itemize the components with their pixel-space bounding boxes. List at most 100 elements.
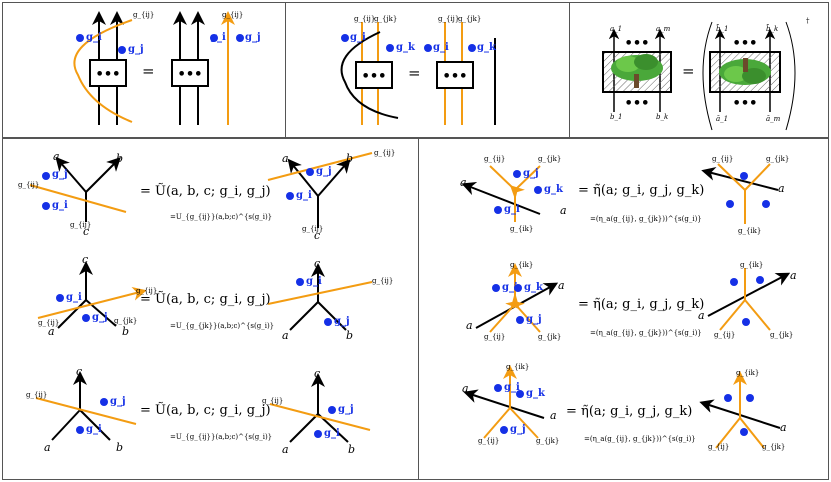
top3-rhs: ••• ••• xyxy=(702,21,796,131)
label-c: c xyxy=(314,367,321,380)
label-b: b xyxy=(346,329,354,342)
label: g_i xyxy=(350,32,366,43)
label: g_{ik} xyxy=(506,363,530,371)
label: g_{ij} xyxy=(302,225,324,233)
label: g_i xyxy=(504,382,520,393)
label-a: a xyxy=(466,319,473,332)
top1-rhs: ••• xyxy=(171,11,244,125)
right-r2-rhs xyxy=(707,268,791,331)
label: g_{ij} xyxy=(222,11,244,19)
label: g_i xyxy=(66,292,82,303)
label: ā_m xyxy=(766,115,781,123)
equation-lhs: = Ũ(a, b, c; g_i, g_j) xyxy=(140,184,271,199)
equation-under: =(η_a(g_{ij}, g_{jk}))^{s(g_i)} xyxy=(590,329,702,337)
label-b: b xyxy=(116,152,124,165)
label: g_j xyxy=(510,424,526,435)
label: g_{ik} xyxy=(736,369,760,377)
label: g_{jk} xyxy=(770,331,794,339)
label: g_{ij} xyxy=(133,11,155,19)
left-r2-rhs xyxy=(267,263,373,331)
label: g_i xyxy=(306,276,322,287)
label: g_{ij} xyxy=(70,221,92,229)
label: g_j xyxy=(52,169,68,180)
label: g_i xyxy=(86,424,102,435)
label: g_{ij} xyxy=(136,287,158,295)
equation-under: =(η_a(g_{ij}, g_{jk}))^{s(g_i)} xyxy=(584,435,696,443)
operator-box xyxy=(89,59,127,87)
label-a: a xyxy=(790,269,797,282)
orange-curve xyxy=(73,19,133,123)
right-r1-lhs xyxy=(461,165,542,222)
label: g_i xyxy=(210,32,226,43)
panel-bottom-right xyxy=(418,138,829,480)
label: b_1 xyxy=(610,113,623,121)
label-a: a xyxy=(780,421,787,434)
label: g_k xyxy=(524,282,543,293)
label: g_j xyxy=(245,32,261,43)
label: g_{jk} xyxy=(538,155,562,163)
label: g_i xyxy=(433,42,449,53)
label: g_{ij} xyxy=(712,155,734,163)
label-a: a xyxy=(558,279,565,292)
label: g_{jk} xyxy=(536,437,560,445)
label: g_{ij} xyxy=(262,397,284,405)
label: g_k xyxy=(544,184,563,195)
label: g_{ij} xyxy=(18,181,40,189)
top1-lhs: ••• xyxy=(73,11,133,125)
label: g_j xyxy=(523,168,539,179)
label-b: b xyxy=(346,152,354,165)
label: g_j xyxy=(110,396,126,407)
label: g_k xyxy=(477,42,496,53)
label-c: c xyxy=(76,365,83,378)
left-r2-lhs xyxy=(37,261,147,329)
label: g_{ij} xyxy=(478,437,500,445)
label-c: c xyxy=(314,229,321,242)
right-r3-rhs xyxy=(699,371,781,449)
label: g_{jk} xyxy=(374,15,398,23)
label: b̄_1 xyxy=(716,25,729,33)
label-a: a xyxy=(53,150,60,163)
label-a: a xyxy=(462,382,469,395)
top3-lhs: ••• ••• xyxy=(602,28,672,112)
svg-text:•••: ••• xyxy=(733,36,758,51)
label: g_{ij} xyxy=(484,333,506,341)
label-a: a xyxy=(550,409,557,422)
svg-text:•••: ••• xyxy=(443,69,468,84)
label: g_{ij} xyxy=(438,15,460,23)
left-r1-lhs xyxy=(29,156,127,222)
label-c: c xyxy=(83,225,90,238)
label: g_{ij} xyxy=(354,15,376,23)
label-a: a xyxy=(282,443,289,456)
label: g_k xyxy=(396,42,415,53)
svg-text:•••: ••• xyxy=(625,36,650,51)
equation-under: =U_{g_{ij}}(a,b;c)^{s(g_i)} xyxy=(170,433,273,441)
equation-under: =U_{g_{jk}}(a,b;c)^{s(g_i)} xyxy=(170,322,275,330)
label: g_j xyxy=(316,166,332,177)
equals: = xyxy=(142,62,155,80)
label: g_{jk} xyxy=(762,443,786,451)
label-c: c xyxy=(314,257,321,270)
equation-lhs: = Ũ(a, b, c; g_i, g_j) xyxy=(140,292,271,307)
label: g_{ik} xyxy=(510,261,534,269)
label-b: b xyxy=(122,325,130,338)
label: g_{jk} xyxy=(766,155,790,163)
dagger: † xyxy=(806,17,810,25)
svg-text:•••: ••• xyxy=(362,69,387,84)
label: g_{ij} xyxy=(484,155,506,163)
label-a: a xyxy=(778,182,785,195)
top2-lhs: ••• xyxy=(340,22,399,125)
right-r2-lhs xyxy=(475,263,559,333)
label: g_i xyxy=(502,282,518,293)
label: ā_1 xyxy=(716,115,729,123)
equation-lhs: = Ũ(a, b, c; g_i, g_j) xyxy=(140,403,271,418)
label: g_j xyxy=(128,44,144,55)
panel-top-2 xyxy=(285,2,570,138)
label: g_i xyxy=(86,32,102,43)
label: g_i xyxy=(52,200,68,211)
label: g_i xyxy=(504,204,520,215)
label: b_k xyxy=(656,113,669,121)
left-r1-rhs xyxy=(267,152,373,228)
label: g_j xyxy=(526,314,542,325)
svg-text:•••: ••• xyxy=(625,96,650,111)
